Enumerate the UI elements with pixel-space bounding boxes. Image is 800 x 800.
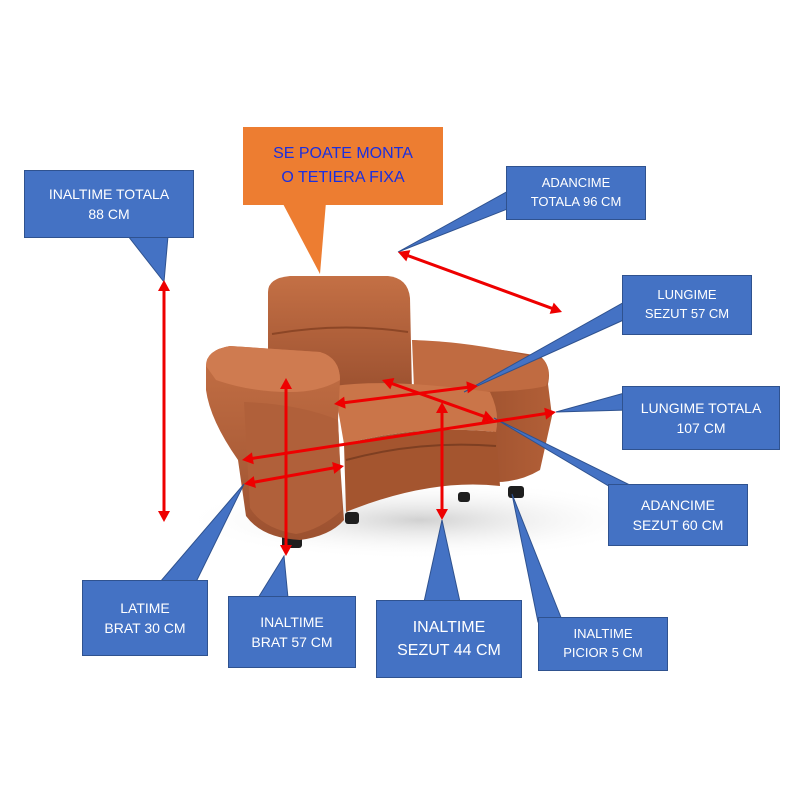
- seat-seam: [345, 443, 497, 461]
- callout-line1: ADANCIME: [541, 175, 611, 191]
- arrow-adancime-sezut: [389, 381, 487, 419]
- arrow-latime-brat: [252, 466, 336, 484]
- callout-line2: BRAT 30 CM: [104, 620, 186, 636]
- arrow-lungime-sezut-line: [342, 385, 470, 405]
- backrest-seam: [271, 326, 409, 335]
- arrow-inaltime-totala-head: [158, 280, 170, 291]
- arrow-adancime-totala: [405, 253, 555, 311]
- callout-line1: INALTIME: [412, 618, 486, 636]
- callout-line2: SEZUT 44 CM: [397, 642, 501, 659]
- callout-line2: SEZUT 60 CM: [632, 517, 724, 533]
- tail-headrest-note: [282, 202, 326, 274]
- callout-line1: INALTIME: [260, 613, 324, 630]
- arrow-inaltime-sezut-head: [436, 402, 448, 413]
- tail-lungime-totala: [555, 391, 629, 413]
- arrow-lungime-sezut-head: [466, 381, 478, 394]
- callout-latime-brat: LATIME BRAT 30 CM: [82, 580, 208, 656]
- tail-latime-brat: [158, 483, 245, 583]
- arrow-inaltime-brat-head: [280, 545, 292, 556]
- arrow-lungime-totala-head: [242, 452, 254, 465]
- chair-leg: [458, 492, 470, 502]
- tail-inaltime-brat: [257, 554, 289, 599]
- arrow-lungime-sezut-head: [334, 396, 346, 409]
- left-arm-top: [206, 346, 340, 392]
- arrow-latime-brat-line: [252, 466, 336, 484]
- left-arm-panel: [244, 402, 342, 534]
- callout-inaltime-sezut: INALTIME SEZUT 44 CM: [376, 600, 522, 678]
- callout-line1: LUNGIME TOTALA: [640, 399, 762, 416]
- right-arm-top: [412, 340, 549, 392]
- arrow-inaltime-brat-head: [280, 378, 292, 389]
- callout-lungime-sezut: LUNGIME SEZUT 57 CM: [622, 275, 752, 335]
- callout-line2: PICIOR 5 CM: [563, 645, 643, 660]
- arrow-adancime-sezut-head: [481, 410, 494, 422]
- chair-leg: [345, 512, 359, 524]
- arrow-inaltime-totala-head: [158, 511, 170, 522]
- headrest-note-line1: SE POATE MONTA: [273, 145, 413, 162]
- chair-seat-front: [344, 429, 500, 512]
- arrow-lungime-sezut: [342, 385, 470, 405]
- callout-inaltime-totala: INALTIME TOTALA 88 CM: [24, 170, 194, 238]
- arrow-lungime-totala: [250, 411, 548, 461]
- callout-line2: 88 CM: [88, 206, 130, 222]
- arrow-adancime-totala-head: [549, 302, 562, 314]
- callout-line1: LATIME: [120, 599, 170, 616]
- callout-line1: INALTIME: [573, 626, 633, 642]
- arrow-inaltime-sezut-head: [436, 509, 448, 520]
- headrest-note-line2: O TETIERA FIXA: [281, 169, 405, 186]
- callout-line2: TOTALA 96 CM: [530, 194, 622, 209]
- arrow-lungime-totala-head: [544, 407, 556, 420]
- callout-line2: 107 CM: [676, 420, 726, 436]
- tail-inaltime-sezut: [423, 519, 461, 603]
- arrow-latime-brat-head: [244, 476, 256, 488]
- callout-inaltime-brat: INALTIME BRAT 57 CM: [228, 596, 356, 668]
- callout-lungime-totala: LUNGIME TOTALA 107 CM: [622, 386, 780, 450]
- arrow-adancime-sezut-line: [389, 381, 487, 419]
- arrow-adancime-sezut-head: [382, 378, 395, 390]
- callout-line2: BRAT 57 CM: [251, 634, 333, 650]
- arrow-adancime-totala-line: [405, 253, 555, 311]
- callout-line1: ADANCIME: [641, 496, 715, 513]
- tail-inaltime-totala: [126, 235, 169, 284]
- arrow-lungime-totala-line: [250, 411, 548, 461]
- callout-line1: LUNGIME: [657, 287, 717, 303]
- headrest-note: SE POATE MONTA O TETIERA FIXA: [243, 127, 443, 205]
- callout-adancime-totala: ADANCIME TOTALA 96 CM: [506, 166, 646, 220]
- callout-inaltime-picior: INALTIME PICIOR 5 CM: [538, 617, 668, 671]
- arrow-adancime-totala-head: [398, 250, 411, 262]
- callout-adancime-sezut: ADANCIME SEZUT 60 CM: [608, 484, 748, 546]
- arrow-latime-brat-head: [332, 462, 344, 474]
- callout-line1: INALTIME TOTALA: [48, 185, 170, 202]
- tail-adancime-sezut: [493, 417, 634, 489]
- tail-lungime-sezut: [463, 299, 629, 393]
- callout-line2: SEZUT 57 CM: [644, 306, 730, 321]
